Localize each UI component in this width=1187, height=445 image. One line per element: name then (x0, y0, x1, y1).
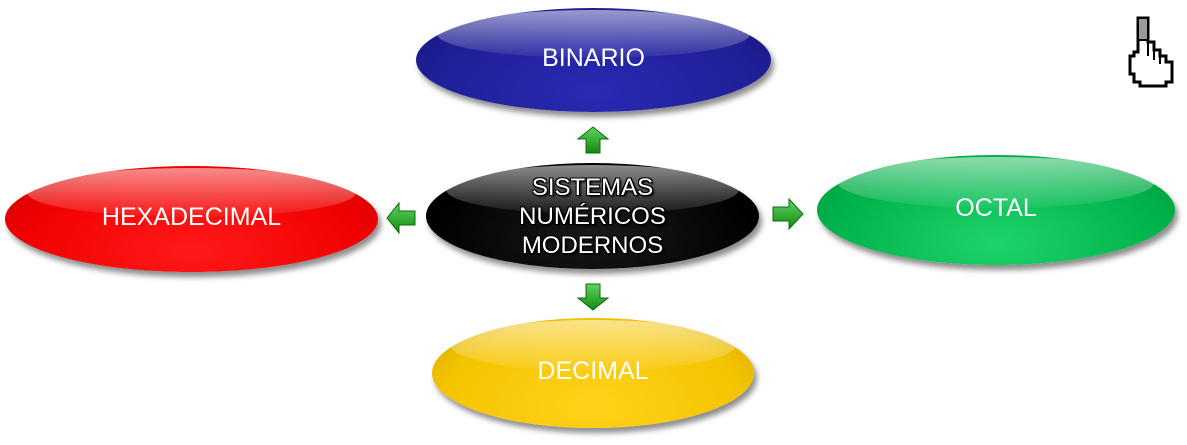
node-decimal-label: DECIMAL (537, 356, 649, 385)
node-octal-label: OCTAL (955, 193, 1037, 222)
node-binario-label: BINARIO (542, 43, 645, 72)
node-center: SISTEMAS NUMÉRICOS MODERNOS (426, 163, 759, 269)
arrow-up-icon (577, 126, 609, 154)
arrow-right-icon (772, 198, 804, 230)
center-label: SISTEMAS NUMÉRICOS MODERNOS (519, 173, 666, 260)
center-label-line1: SISTEMAS (531, 173, 654, 201)
hand-pointer-icon[interactable] (1126, 12, 1178, 88)
node-binario: BINARIO (416, 8, 771, 112)
center-label-line3: MODERNOS (521, 231, 664, 259)
node-decimal: DECIMAL (432, 318, 754, 428)
center-label-line2: NUMÉRICOS (519, 202, 666, 230)
arrow-left-icon (386, 202, 416, 234)
node-hexadecimal-label: HEXADECIMAL (101, 202, 282, 231)
arrow-down-icon (577, 283, 609, 311)
node-octal: OCTAL (817, 155, 1175, 265)
node-hexadecimal: HEXADECIMAL (5, 166, 378, 272)
